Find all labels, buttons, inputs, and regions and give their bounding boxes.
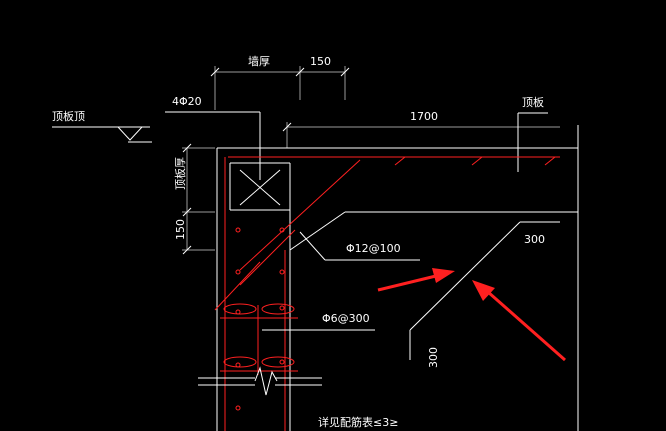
break-line bbox=[198, 366, 322, 396]
slab-top-elevation: 顶板顶 bbox=[52, 109, 152, 143]
wall-thickness-label: 墙厚 bbox=[248, 54, 270, 68]
dimension-1700: 1700 bbox=[282, 110, 560, 148]
dim-1700-label: 1700 bbox=[410, 110, 438, 123]
rebar-4phi20-label: 4Φ20 bbox=[172, 95, 202, 108]
dimension-wall-thickness: 墙厚 150 bbox=[210, 54, 350, 110]
concrete-outline bbox=[216, 125, 579, 431]
rebar-phi12-callout: Φ12@100 bbox=[299, 231, 420, 261]
slab-top-label: 顶板顶 bbox=[52, 109, 85, 123]
reinforcement-bars bbox=[214, 156, 560, 431]
dimension-slab-thickness: 顶板厚 150 bbox=[173, 143, 215, 255]
dim-300-side-label: 300 bbox=[427, 347, 440, 368]
slab-thickness-label: 顶板厚 bbox=[173, 157, 187, 190]
dim-150-side-label: 150 bbox=[174, 219, 187, 240]
red-pointer-arrows bbox=[377, 268, 566, 362]
roof-slab-label: 顶板 bbox=[522, 95, 544, 109]
rebar-4phi20-callout: 4Φ20 bbox=[165, 95, 261, 180]
roof-slab-callout: 顶板 bbox=[517, 95, 548, 172]
chamfer-detail: 300 300 bbox=[409, 221, 560, 368]
dim-300-top-label: 300 bbox=[524, 233, 545, 246]
rebar-phi6-callout: Φ6@300 bbox=[262, 312, 375, 331]
note-text: 详见配筋表≤3≥ bbox=[318, 415, 398, 429]
dim-150-top-label: 150 bbox=[310, 55, 331, 68]
rebar-phi6-label: Φ6@300 bbox=[322, 312, 370, 325]
rebar-phi12-label: Φ12@100 bbox=[346, 242, 401, 255]
